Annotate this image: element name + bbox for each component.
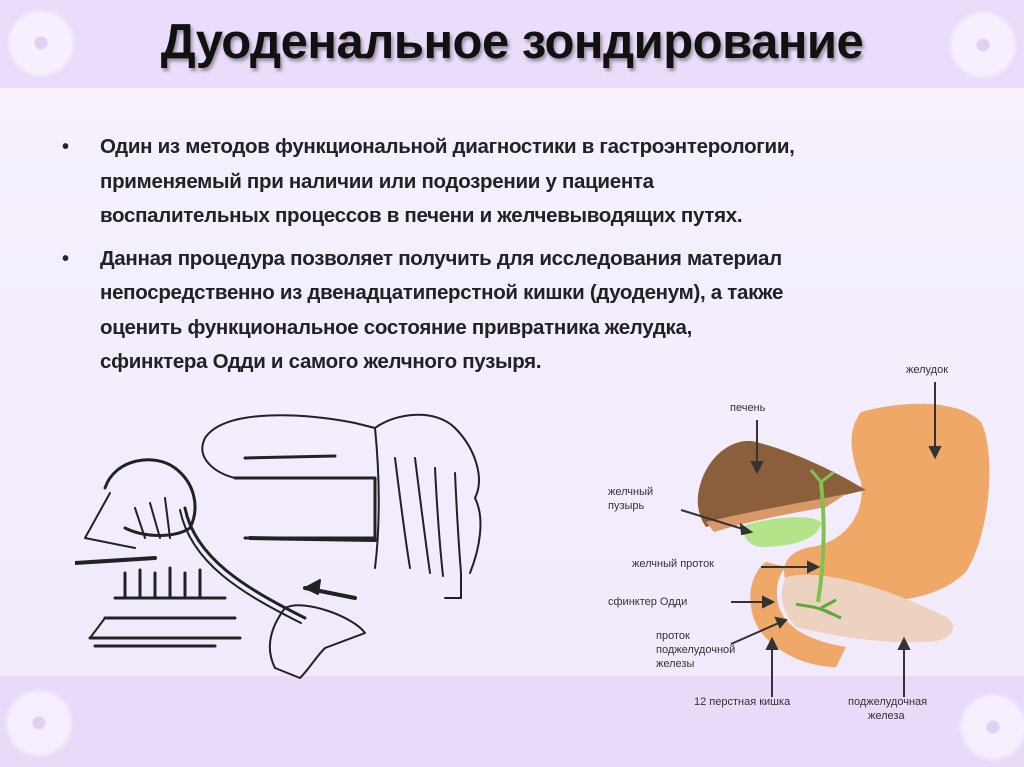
bullet-dot-icon: • [62,136,69,158]
patient-lying-with-probe-illustration [73,398,495,688]
label-duodenum: 12 перстная кишка [694,696,791,708]
bullet-list: • Один из методов функциональной диагнос… [62,130,982,388]
bullet-line: воспалительных процессов в печени и желч… [100,204,743,227]
flower-decoration-icon [958,692,1024,762]
header-band [0,0,1024,88]
label-gallbladder: желчный [608,486,654,498]
bullet-line: Данная процедура позволяет получить для … [100,246,782,270]
label-liver: печень [730,402,766,414]
bullet-line: оценить функциональное состояние приврат… [100,315,693,339]
label-pancreatic-duct: проток [656,630,690,642]
digestive-organs-diagram: желудок печень желчный пузырь желчный пр… [596,362,1016,732]
flower-decoration-icon [4,688,74,758]
flower-decoration-icon [948,10,1018,80]
bullet-item: • Один из методов функциональной диагнос… [62,130,982,234]
footer-band [0,676,1024,767]
bullet-line: Один из методов функциональной диагности… [100,135,795,158]
label-gallbladder: пузырь [608,500,645,512]
flower-decoration-icon [6,8,76,78]
label-sphincter-oddi: сфинктер Одди [608,596,688,608]
label-pancreas: железа [868,710,905,722]
label-stomach: желудок [906,364,949,376]
label-bile-duct: желчный проток [632,558,714,570]
bullet-line: сфинктера Одди и самого желчного пузыря. [100,350,542,373]
label-pancreatic-duct: железы [656,658,695,670]
bullet-item: • Данная процедура позволяет получить дл… [62,242,982,380]
bullet-line: непосредственно из двенадцатиперстной ки… [100,281,784,304]
bullet-dot-icon: • [62,247,69,270]
slide-title: Дуоденальное зондирование [160,15,864,69]
label-pancreatic-duct: поджелудочной [656,644,736,656]
bullet-line: применяемый при наличии или подозрении у… [100,169,654,193]
label-pancreas: поджелудочная [848,696,928,708]
